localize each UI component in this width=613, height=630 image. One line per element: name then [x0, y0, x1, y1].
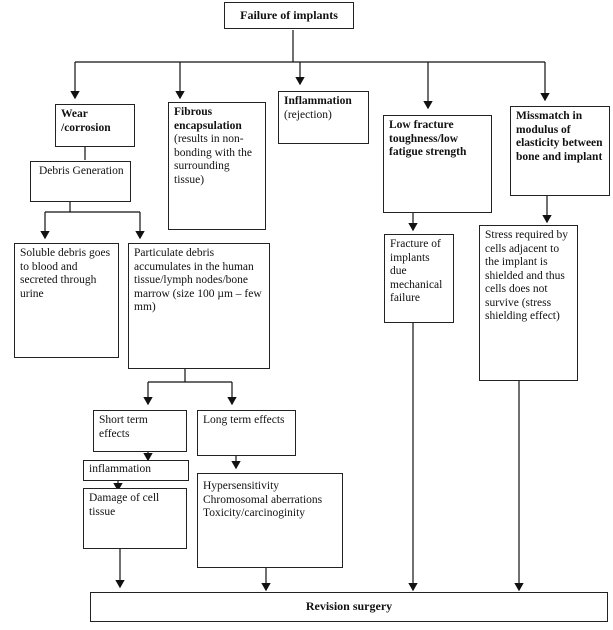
node-stress-shielding: Stress required by cells adjacent to the…: [479, 225, 578, 381]
node-short-term-effects: Short term effects: [93, 410, 187, 452]
inflammation-title: Inflammation: [284, 95, 352, 107]
fracture-title: Low fracture toughness/low fatigue stren…: [389, 119, 467, 158]
node-soluble-debris: Soluble debris goes to blood and secrete…: [14, 243, 119, 358]
node-failure-of-implants: Failure of implants: [224, 2, 354, 29]
node-inflammation-effect: inflammation: [83, 460, 189, 481]
inflammation-desc: (rejection): [284, 108, 332, 121]
node-revision-surgery: Revision surgery: [90, 592, 608, 622]
node-inflammation: Inflammation (rejection): [278, 91, 369, 144]
node-debris-generation: Debris Generation: [30, 161, 131, 202]
fibrous-title: Fibrous encapsulation: [174, 106, 242, 132]
node-long-term-effects: Long term effects: [197, 410, 296, 456]
node-particulate-debris: Particulate debris accumulates in the hu…: [128, 243, 270, 369]
node-wear-corrosion: Wear /corrosion: [55, 104, 135, 147]
node-low-fracture-toughness: Low fracture toughness/low fatigue stren…: [383, 115, 492, 213]
node-fracture-of-implants: Fracture of implants due mechanical fail…: [384, 234, 454, 323]
fibrous-desc: (results in non-bonding with the surroun…: [174, 133, 252, 186]
node-long-term-list: Hypersensitivity Chromosomal aberrations…: [197, 473, 343, 568]
wear-label: Wear /corrosion: [61, 108, 111, 134]
node-modulus-mismatch: Missmatch in modulus of elasticity betwe…: [510, 106, 610, 196]
node-fibrous-encapsulation: Fibrous encapsulation (results in non-bo…: [168, 102, 266, 230]
node-damage-of-cell-tissue: Damage of cell tissue: [83, 488, 187, 549]
mismatch-title: Missmatch in modulus of elasticity betwe…: [516, 110, 603, 163]
